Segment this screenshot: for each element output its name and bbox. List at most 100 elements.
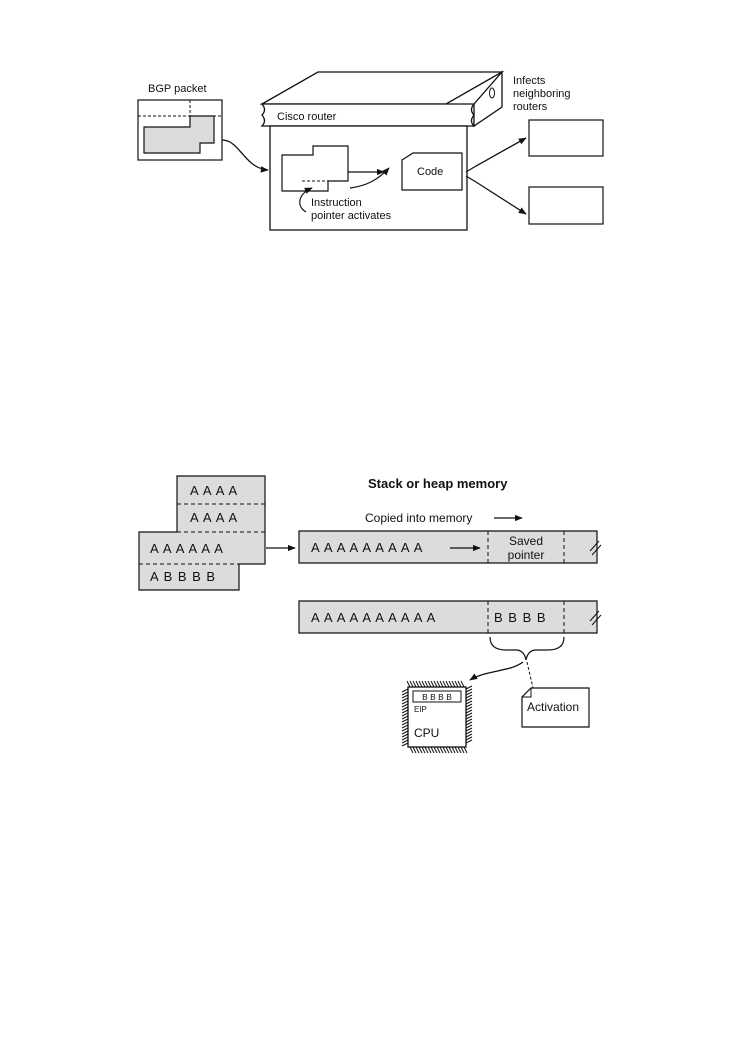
cpu-pin	[465, 697, 473, 702]
cpu-pin	[401, 697, 409, 702]
cpu-pin	[401, 742, 409, 747]
cpu-pin	[401, 715, 409, 720]
cpu-pin	[465, 730, 473, 735]
cpu-pin	[442, 680, 447, 688]
cpu-pin	[401, 730, 409, 735]
infects-label-line3: routers	[513, 101, 548, 113]
cpu-pin	[401, 709, 409, 714]
cpu-pin	[433, 680, 438, 688]
cpu-pin	[460, 746, 465, 754]
cpu-pin	[451, 680, 456, 688]
cpu-pin	[430, 746, 435, 754]
cpu-pin	[457, 680, 462, 688]
infect-arrow-lower	[465, 175, 527, 215]
cpu-pin	[454, 680, 459, 688]
brace-to-cpu-arrow	[469, 661, 524, 681]
neighbor-router-1	[528, 119, 604, 157]
cpu-pin	[401, 721, 409, 726]
cpu-pin	[436, 680, 441, 688]
cpu-pin	[401, 703, 409, 708]
infects-label-line2: neighboring	[513, 88, 571, 100]
buffer2-b-letters: B B B B	[494, 610, 547, 625]
cpu-pin	[465, 694, 473, 699]
cpu-pin	[430, 680, 435, 688]
cpu-pin	[401, 727, 409, 732]
cpu-pin	[421, 746, 426, 754]
cpu-pin	[465, 706, 473, 711]
router-front-panel	[260, 103, 476, 127]
activation-dashed-line	[526, 661, 534, 689]
activation-label: Activation	[527, 700, 579, 714]
router-label: Cisco router	[277, 111, 337, 123]
cpu-pin	[433, 746, 438, 754]
cpu-pin	[401, 712, 409, 717]
cpu-pin	[465, 691, 473, 696]
cpu-pin	[465, 727, 473, 732]
cpu-pin	[465, 718, 473, 723]
figure-buffer-overflow: Stack or heap memory A A A A A A A A A A…	[138, 475, 602, 754]
cpu-pin	[451, 746, 456, 754]
cpu-pin	[401, 706, 409, 711]
injected-payload-shape	[281, 145, 349, 192]
instruction-label-line2: pointer activates	[311, 210, 392, 222]
cpu-pin	[465, 739, 473, 744]
cpu-pin	[448, 746, 453, 754]
cpu-pin	[465, 724, 473, 729]
cpu-pin	[465, 709, 473, 714]
saved-label-line1: Saved	[509, 534, 543, 548]
cpu-pin	[436, 746, 441, 754]
cpu-pin	[465, 712, 473, 717]
memory-buffer-after	[298, 600, 598, 634]
cpu-pin	[415, 746, 420, 754]
cpu-pin	[448, 680, 453, 688]
document-page-icon: Activation	[521, 687, 590, 728]
cpu-pin	[465, 721, 473, 726]
cpu-pin	[424, 680, 429, 688]
infects-label-line1: Infects	[513, 75, 546, 87]
cpu-pin	[439, 746, 444, 754]
copied-label: Copied into memory	[365, 511, 472, 525]
packet-to-router-arrow	[221, 139, 269, 173]
neighbor-router-2	[528, 186, 604, 225]
cpu-pin	[401, 733, 409, 738]
cpu-pin	[409, 680, 414, 688]
saved-label-line2: pointer	[508, 548, 545, 562]
bgp-packet-label: BGP packet	[148, 83, 207, 95]
cpu-pin	[457, 746, 462, 754]
router-top-face	[259, 71, 505, 105]
cpu-pin	[424, 746, 429, 754]
router-led	[489, 87, 495, 99]
cpu-pin	[401, 718, 409, 723]
cpu-pin	[406, 680, 411, 688]
cpu-pin	[427, 746, 432, 754]
cpu-pin	[445, 680, 450, 688]
cpu-pin	[409, 746, 414, 754]
cpu-pin	[463, 746, 468, 754]
packet-row-4: A B B B B	[150, 569, 216, 584]
eip-label: EIP	[414, 705, 427, 714]
cpu-pin	[401, 700, 409, 705]
cpu-pin	[439, 680, 444, 688]
cpu-pin	[418, 746, 423, 754]
cpu-label: CPU	[414, 726, 439, 740]
figure-bgp-router-infection: BGP packet Cisco router Instruction poin…	[137, 70, 604, 231]
instruction-label-line1: Instruction	[311, 197, 362, 209]
cpu-pin	[460, 680, 465, 688]
eip-register-value: B B B B	[422, 692, 452, 702]
cpu-pin	[401, 724, 409, 729]
cpu-pin	[465, 715, 473, 720]
cpu-pin	[412, 746, 417, 754]
cpu-chip-icon: B B B B EIP CPU	[401, 680, 473, 754]
pointer-brace	[489, 636, 565, 661]
cpu-pin	[465, 703, 473, 708]
code-box	[401, 152, 463, 191]
cpu-pin	[415, 680, 420, 688]
packet-row-3: A A A A A A	[150, 541, 224, 556]
memory-buffer-before	[298, 530, 598, 564]
cpu-pin	[445, 746, 450, 754]
bgp-payload-shape	[143, 115, 215, 154]
activation-to-code-arrow	[349, 167, 390, 189]
cpu-pin	[427, 680, 432, 688]
cpu-pin	[401, 691, 409, 696]
